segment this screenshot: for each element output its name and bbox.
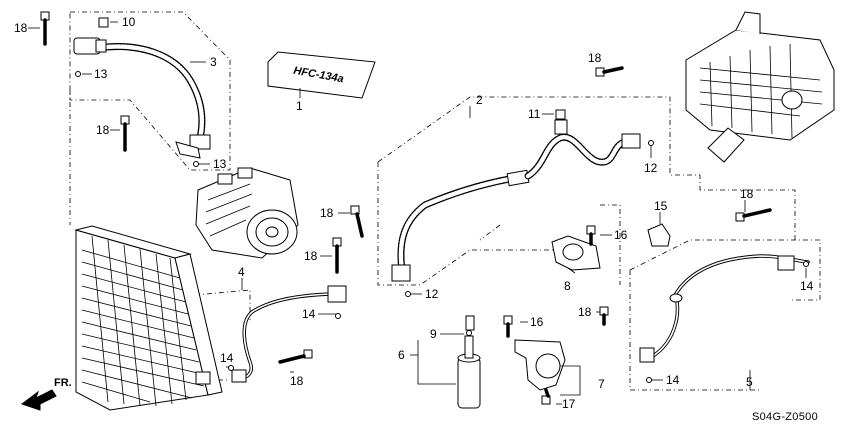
callout-14: 14 bbox=[800, 279, 814, 293]
pipe-bracket bbox=[551, 235, 601, 271]
front-direction-indicator: FR. bbox=[20, 377, 72, 411]
callout-1: 1 bbox=[296, 99, 303, 113]
bolt-18h bbox=[278, 349, 313, 364]
bolt-18d bbox=[350, 205, 364, 238]
bolt-18g bbox=[735, 208, 772, 222]
front-label: FR. bbox=[54, 377, 72, 389]
callout-4: 4 bbox=[238, 265, 245, 279]
callout-8: 8 bbox=[564, 279, 571, 293]
callout-9: 9 bbox=[430, 327, 437, 341]
liquid-pipe-evaporator bbox=[639, 254, 810, 363]
bolt-17 bbox=[541, 388, 551, 405]
diagram-code: S04G-Z0500 bbox=[752, 411, 818, 423]
leader-lines bbox=[28, 21, 807, 405]
hfc-label-plate: HFC-134a bbox=[267, 51, 376, 99]
callout-12: 12 bbox=[644, 161, 658, 175]
liquid-pipe-condenser bbox=[231, 285, 347, 383]
callout-18: 18 bbox=[320, 206, 334, 220]
sensor-clip bbox=[647, 223, 671, 247]
callout-14: 14 bbox=[666, 373, 680, 387]
suction-hose bbox=[391, 119, 641, 282]
bolt-16a bbox=[586, 225, 596, 246]
bolt-18b bbox=[120, 115, 130, 152]
callout-13: 13 bbox=[94, 67, 108, 81]
callout-12: 12 bbox=[425, 287, 439, 301]
callout-6: 6 bbox=[398, 348, 405, 362]
receiver-bracket bbox=[514, 339, 566, 391]
callout-18: 18 bbox=[96, 123, 110, 137]
callout-15: 15 bbox=[654, 199, 668, 213]
nut-11 bbox=[555, 109, 566, 120]
receiver-dryer bbox=[457, 315, 481, 409]
callout-2: 2 bbox=[476, 93, 483, 107]
callout-10: 10 bbox=[122, 15, 136, 29]
callout-18: 18 bbox=[578, 305, 592, 319]
callout-17: 17 bbox=[562, 397, 576, 411]
fasteners bbox=[40, 11, 809, 405]
callout-16: 16 bbox=[614, 228, 628, 242]
callout-14: 14 bbox=[220, 351, 234, 365]
evaporator-unit bbox=[685, 11, 835, 163]
callout-13: 13 bbox=[213, 157, 227, 171]
callout-18: 18 bbox=[588, 51, 602, 65]
callout-18: 18 bbox=[304, 249, 318, 263]
bolt-18f bbox=[599, 306, 609, 326]
discharge-hose bbox=[73, 37, 211, 159]
callout-16: 16 bbox=[530, 315, 544, 329]
bolt-18e bbox=[332, 237, 342, 274]
callout-18: 18 bbox=[290, 374, 304, 388]
callout-18: 18 bbox=[740, 187, 754, 201]
compressor bbox=[195, 167, 299, 259]
callout-14: 14 bbox=[302, 307, 316, 321]
condenser bbox=[74, 225, 223, 411]
nut-10 bbox=[98, 17, 109, 28]
callout-18: 18 bbox=[14, 21, 28, 35]
callout-labels: 18 10 13 3 1 18 13 2 11 18 12 12 18 18 4… bbox=[14, 15, 814, 411]
callout-3: 3 bbox=[210, 55, 217, 69]
callout-7: 7 bbox=[598, 377, 605, 391]
bolt-18a bbox=[40, 11, 50, 46]
bolt-16b bbox=[503, 315, 513, 338]
callout-5: 5 bbox=[746, 375, 753, 389]
bolt-18c bbox=[595, 66, 624, 77]
callout-11: 11 bbox=[528, 107, 541, 121]
